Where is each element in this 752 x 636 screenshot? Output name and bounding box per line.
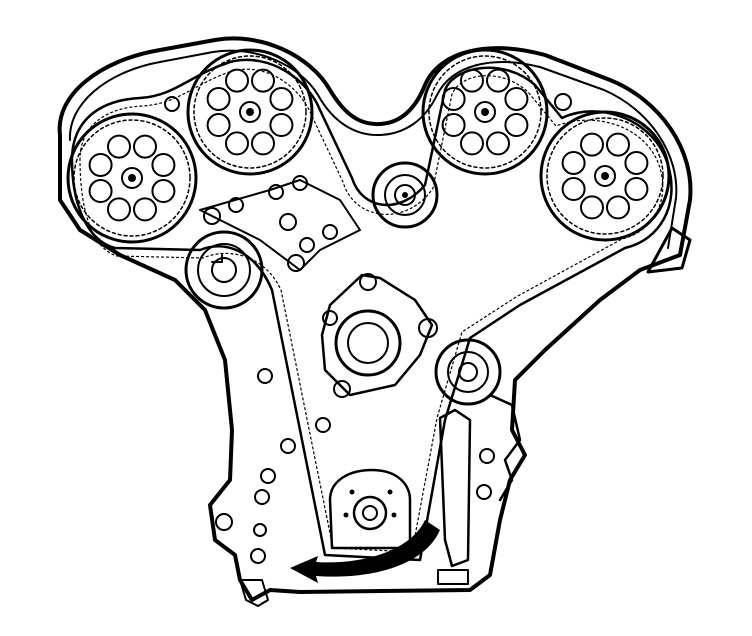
belt-idler-pulley-right bbox=[434, 338, 502, 406]
right-inner-camshaft-sprocket bbox=[421, 48, 549, 176]
oil-pump-bracket bbox=[239, 408, 472, 607]
sprocket-hole bbox=[624, 150, 649, 175]
sprocket-hole bbox=[133, 134, 158, 159]
sprocket-hole bbox=[224, 131, 249, 156]
belt-tensioner-pulley-left bbox=[184, 230, 264, 310]
sprocket-hole bbox=[579, 132, 604, 157]
sprocket-hole bbox=[504, 113, 529, 138]
left-outer-camshaft-sprocket bbox=[66, 112, 198, 244]
water-pump bbox=[320, 273, 438, 398]
sprocket-hole bbox=[606, 132, 631, 157]
cover-bolts bbox=[215, 368, 495, 564]
sprocket-hole bbox=[606, 195, 631, 220]
sprocket-hole bbox=[151, 152, 176, 177]
sprocket-hole bbox=[504, 86, 529, 111]
bracket-bolts bbox=[199, 175, 361, 272]
sprocket-hole bbox=[206, 113, 231, 138]
sprocket-hole bbox=[251, 131, 276, 156]
sprocket-hole bbox=[133, 197, 158, 222]
sprocket-hole bbox=[151, 179, 176, 204]
sprocket-hole bbox=[251, 68, 276, 93]
right-outer-camshaft-sprocket bbox=[539, 110, 671, 242]
sprocket-hole bbox=[269, 113, 294, 138]
left-inner-camshaft-sprocket bbox=[186, 48, 314, 176]
sprocket-hole bbox=[561, 150, 586, 175]
sprocket-hole bbox=[561, 177, 586, 202]
sprocket-hole bbox=[106, 197, 131, 222]
sprocket-hole bbox=[441, 86, 466, 111]
timing-cover bbox=[57, 36, 693, 602]
sprocket-hole bbox=[269, 86, 294, 111]
sprocket-hole bbox=[486, 131, 511, 156]
small-idler-left bbox=[164, 96, 180, 112]
sprocket-hole bbox=[624, 177, 649, 202]
sprocket-hole bbox=[579, 195, 604, 220]
sprocket-hole bbox=[106, 134, 131, 159]
small-idler-right bbox=[554, 93, 572, 111]
sprocket-hole bbox=[206, 86, 231, 111]
sprocket-hole bbox=[224, 68, 249, 93]
sprocket-hole bbox=[88, 152, 113, 177]
sprocket-hole bbox=[88, 179, 113, 204]
sprocket-hole bbox=[486, 68, 511, 93]
sprocket-hole bbox=[459, 131, 484, 156]
crankshaft-sprocket bbox=[328, 468, 412, 550]
sprocket-hole bbox=[459, 68, 484, 93]
sprocket-hole bbox=[441, 113, 466, 138]
rotation-direction-arrow bbox=[290, 520, 440, 583]
belt-idler-pulley-top bbox=[371, 161, 439, 229]
